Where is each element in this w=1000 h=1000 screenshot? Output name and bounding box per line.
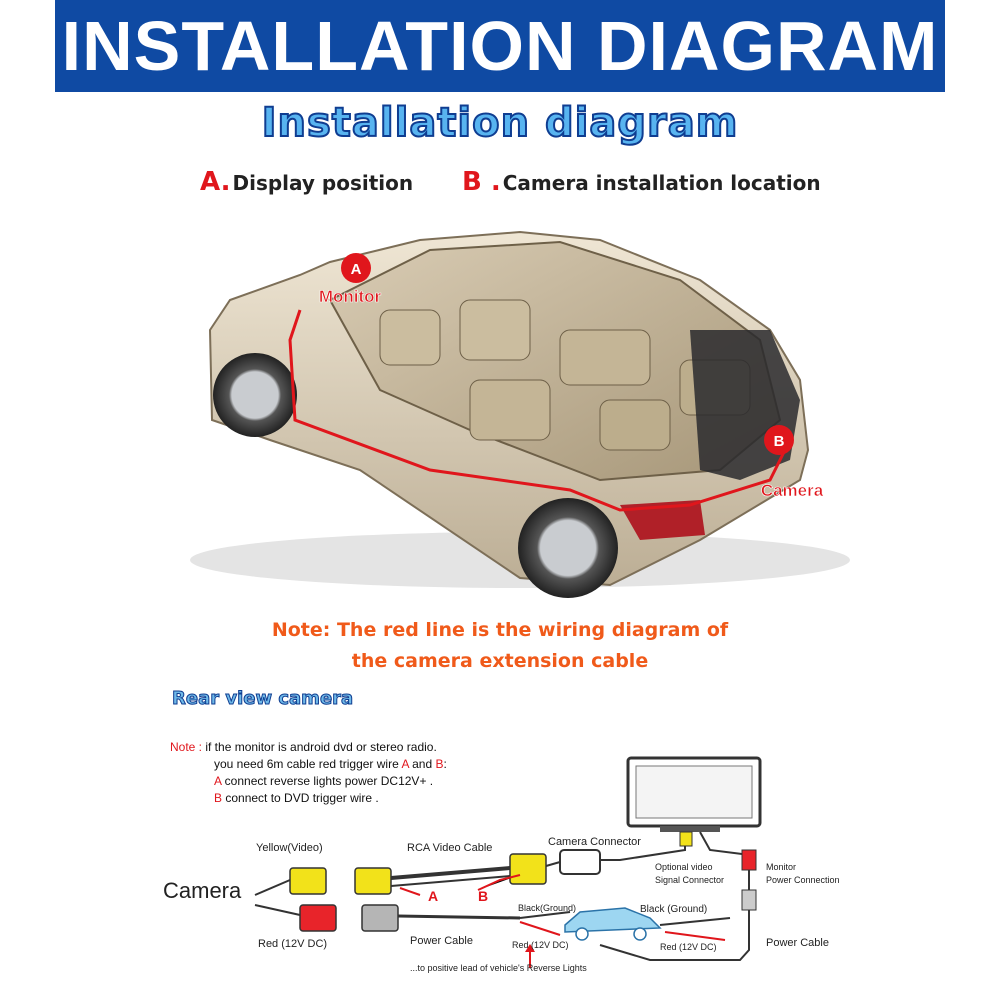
wiring-note-line1: Note: The red line is the wiring diagram… bbox=[271, 619, 729, 641]
note-line2-pre: you need 6m cable red trigger wire bbox=[214, 757, 402, 771]
optional-video-plug bbox=[679, 831, 693, 847]
monitor-icon bbox=[626, 756, 762, 828]
front-seat-right bbox=[459, 299, 531, 361]
camera-connector-label: Camera Connector bbox=[548, 836, 641, 848]
red-12v-2-label: Red (12V DC) bbox=[512, 940, 569, 950]
positive-lead-label: ...to positive lead of vehicle's Reverse… bbox=[410, 963, 587, 973]
legend-b-letter: B . bbox=[462, 167, 501, 197]
camera-connector-icon bbox=[559, 849, 601, 875]
monitor-screen bbox=[635, 765, 753, 819]
monitor-power-label-2: Power Connection bbox=[766, 875, 840, 885]
banner-title: INSTALLATION DIAGRAM bbox=[61, 7, 939, 85]
wiring-note-line2: the camera extension cable bbox=[351, 650, 649, 672]
wire-b-label: B bbox=[478, 888, 489, 904]
legend-a-text: Display position bbox=[232, 171, 414, 195]
small-car-wheel-1 bbox=[575, 927, 589, 941]
car-illustration: A Monitor B Camera bbox=[190, 230, 850, 598]
yellow-video-label: Yellow(Video) bbox=[256, 842, 323, 854]
legend-a-letter: A. bbox=[200, 167, 231, 197]
power-cable-1-icon bbox=[397, 914, 521, 920]
rear-camera-title: Rear view camera bbox=[171, 688, 354, 710]
marker-b-label: Camera bbox=[761, 481, 824, 500]
red-12v-3-label: Red (12V DC) bbox=[660, 942, 717, 952]
red-12v-wire-2 bbox=[664, 931, 726, 941]
middle-seat-right bbox=[559, 329, 651, 386]
optional-video-label-2: Signal Connector bbox=[655, 875, 725, 885]
yellow-plug-1 bbox=[289, 867, 327, 895]
rca-cable-label: RCA Video Cable bbox=[407, 842, 493, 854]
trigger-wire-a bbox=[399, 887, 421, 896]
note-line2-post: : bbox=[443, 757, 447, 771]
black-ground-1-label: Black(Ground) bbox=[518, 903, 577, 913]
note-label: Note : bbox=[170, 740, 203, 754]
header-banner: INSTALLATION DIAGRAM bbox=[55, 0, 945, 92]
power-cable-2-wire bbox=[599, 910, 750, 961]
camera-power-wire bbox=[254, 904, 301, 916]
monitor-power-label-1: Monitor bbox=[766, 862, 797, 872]
red-wiring-line bbox=[288, 309, 787, 512]
front-wheel bbox=[213, 353, 297, 437]
black-ground-2-label: Black (Ground) bbox=[640, 904, 708, 915]
red-plug-1 bbox=[299, 904, 337, 932]
power-cable-2-label: Power Cable bbox=[766, 937, 829, 949]
note-line2-mid: and bbox=[408, 757, 436, 771]
rca-cable-icon bbox=[390, 866, 511, 880]
marker-a-letter: A bbox=[351, 261, 362, 278]
note-line1: if the monitor is android dvd or stereo … bbox=[202, 740, 437, 754]
marker-b-icon bbox=[764, 425, 794, 455]
grey-plug bbox=[361, 904, 399, 932]
power-cable-1-label: Power Cable bbox=[410, 935, 473, 947]
legend-b: B .Camera installation location bbox=[462, 167, 821, 197]
tail-light bbox=[620, 500, 705, 540]
legend-b-text: Camera installation location bbox=[502, 171, 821, 195]
note-line4-letter: B bbox=[214, 791, 223, 805]
rca-cable-2 bbox=[390, 875, 511, 887]
legend-a: A.Display position bbox=[200, 167, 413, 197]
marker-a-label: Monitor bbox=[319, 287, 382, 306]
red-12v-wire bbox=[519, 921, 561, 936]
diagram-subtitle: Installation diagram bbox=[261, 99, 739, 147]
camera-label: Camera bbox=[163, 878, 242, 903]
camera-video-wire bbox=[254, 879, 291, 896]
ground-wire-2 bbox=[659, 917, 731, 926]
yellow-plug-2 bbox=[354, 867, 392, 895]
marker-a-icon bbox=[341, 253, 371, 283]
monitor-power-plug bbox=[741, 849, 757, 871]
note-line4: connect to DVD trigger wire . bbox=[222, 791, 379, 805]
wire-a-label: A bbox=[428, 888, 439, 904]
monitor-base bbox=[660, 826, 720, 832]
middle-seat-left bbox=[469, 379, 551, 441]
rear-note: Note : if the monitor is android dvd or … bbox=[170, 739, 447, 807]
optional-video-label-1: Optional video bbox=[655, 862, 713, 872]
yellow-plug-3 bbox=[509, 853, 547, 885]
connector-link bbox=[545, 861, 561, 867]
red-12v-label: Red (12V DC) bbox=[258, 938, 328, 950]
note-line2-a: A bbox=[401, 757, 409, 771]
rear-seat-left bbox=[599, 399, 671, 451]
power-connector-2 bbox=[741, 889, 757, 911]
note-line3: connect reverse lights power DC12V+ . bbox=[221, 774, 434, 788]
marker-b-letter: B bbox=[774, 433, 785, 450]
front-seat-left bbox=[379, 309, 441, 366]
note-line2-b: B bbox=[435, 757, 444, 771]
monitor-cable-2 bbox=[699, 831, 751, 856]
rear-wheel bbox=[518, 498, 618, 598]
note-line3-letter: A bbox=[214, 774, 222, 788]
small-car-wheel-2 bbox=[633, 927, 647, 941]
